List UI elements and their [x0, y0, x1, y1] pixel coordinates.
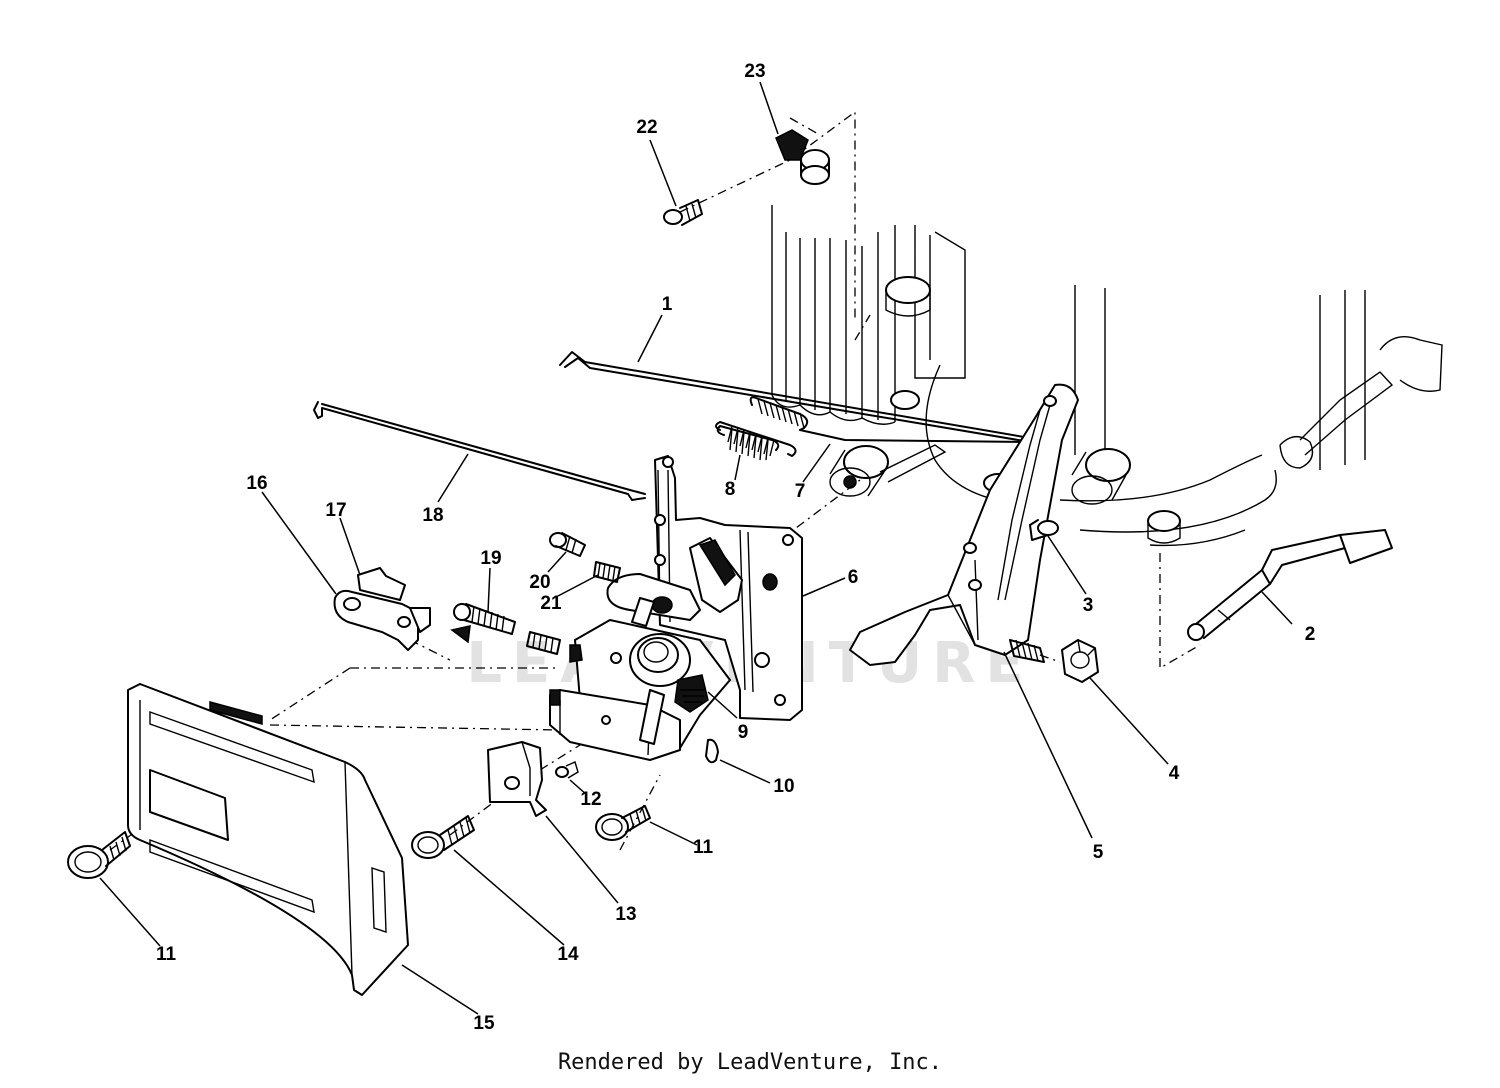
callout-11-right: 11: [693, 837, 714, 858]
callout-10: 10: [773, 776, 794, 797]
callout-2: 2: [1305, 624, 1316, 645]
callout-19: 19: [480, 548, 501, 569]
callout-11-left: 11: [156, 944, 177, 965]
callout-6: 6: [848, 567, 859, 588]
screw-12: [555, 761, 579, 779]
screw-19: [453, 603, 516, 635]
callout-17: 17: [325, 500, 346, 521]
spring-7: [715, 421, 797, 457]
screw-11-right: [595, 805, 651, 841]
screw-14: [411, 815, 475, 859]
callout-16: 16: [246, 473, 267, 494]
callout-8: 8: [725, 479, 736, 500]
render-credit: Rendered by LeadVenture, Inc.: [557, 1050, 943, 1075]
callout-15: 15: [473, 1013, 495, 1034]
bracket-13: [487, 741, 547, 817]
callout-5: 5: [1093, 842, 1104, 863]
callout-4: 4: [1169, 763, 1180, 784]
stud-5: [1009, 639, 1045, 663]
screw-20: [549, 532, 586, 557]
callout-18: 18: [422, 505, 443, 526]
callout-labels: 1 2 3 4 5 6 7 8 9 10 11 11 12 13 14 15 1…: [156, 61, 1315, 1034]
nut-4: [1061, 639, 1099, 683]
callout-1: 1: [662, 294, 673, 315]
choke-rod-18: [313, 401, 646, 501]
governor-shaft-2: [1187, 529, 1393, 641]
screw-11-left: [67, 831, 131, 879]
governor-rod-1: [559, 351, 1031, 443]
cable-clamp-23: [775, 129, 830, 185]
callout-22: 22: [636, 117, 657, 138]
governor-lever-5: [849, 383, 1079, 666]
callout-13: 13: [615, 904, 636, 925]
control-mechanism: [549, 537, 743, 761]
engine-block: [771, 205, 1443, 547]
callout-7: 7: [795, 481, 806, 502]
clamp-bolt-3: [1029, 519, 1059, 541]
callout-12: 12: [580, 789, 601, 810]
pin-10: [705, 738, 719, 764]
spring-21: [526, 561, 621, 655]
callout-14: 14: [557, 944, 579, 965]
choke-link-16: [333, 567, 471, 651]
spring-8: [716, 425, 780, 461]
callout-3: 3: [1083, 595, 1094, 616]
callout-20: 20: [529, 572, 550, 593]
leader-lines: [99, 81, 1293, 1015]
control-panel-15: [127, 683, 409, 996]
callout-9: 9: [738, 722, 749, 743]
callout-23: 23: [744, 61, 765, 82]
screw-22: [663, 199, 703, 226]
callout-21: 21: [540, 593, 562, 614]
